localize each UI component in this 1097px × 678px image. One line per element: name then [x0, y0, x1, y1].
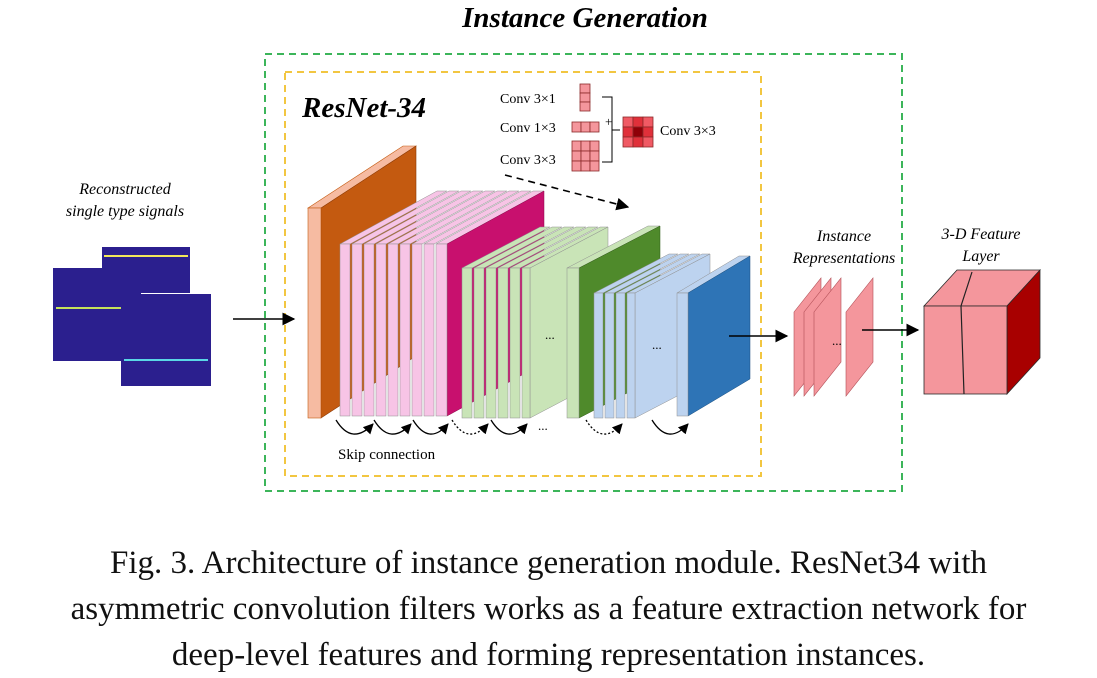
skip-connections	[335, 419, 689, 435]
resnet-label: ResNet-34	[301, 92, 426, 124]
skip-ellipsis: ...	[538, 418, 548, 433]
feature-cube-front	[923, 305, 1008, 395]
resnet-box	[284, 71, 762, 477]
caption-line-2: asymmetric convolution filters works as …	[70, 591, 1027, 627]
instance-label-line2: Representations	[792, 250, 896, 267]
signal-spectrograms	[53, 247, 211, 386]
skip-arrow-6	[585, 419, 623, 435]
architecture-diagram: Instance Generation ResNet-34 Reconstruc…	[53, 2, 1041, 492]
instance-representations	[793, 277, 874, 397]
skip-arrow-2	[373, 419, 412, 435]
conv-1x3-label: Conv 1×3	[500, 121, 556, 136]
figure-caption: Fig. 3. Architecture of instance generat…	[0, 540, 1097, 678]
skip-arrow-5	[490, 419, 528, 435]
asymmetric-conv-legend: Conv 3×1 Conv 1×3 Conv 3×3 + Conv 3×3	[500, 83, 716, 211]
kernel-1x3	[571, 121, 600, 133]
feature-cube-seam	[960, 271, 973, 395]
green-ellipsis: ...	[545, 327, 555, 342]
feature-label-line2: Layer	[961, 248, 1000, 265]
skip-arrow-4	[451, 419, 489, 435]
conv-3x3-result-label: Conv 3×3	[660, 124, 716, 139]
plus-sign: +	[605, 114, 612, 129]
module-title: Instance Generation	[461, 2, 708, 34]
skip-arrow-3	[412, 419, 449, 435]
kernel-3x3	[571, 140, 600, 172]
kernel-pointer-arrow	[504, 174, 630, 211]
skip-arrow-1	[335, 419, 374, 435]
sum-bracket	[602, 96, 620, 163]
instance-label-line1: Instance	[816, 228, 871, 245]
blue-ellipsis: ...	[652, 337, 662, 352]
conv-3x1-label: Conv 3×1	[500, 92, 556, 107]
resnet-layers: ... ...	[306, 145, 751, 419]
kernel-3x1	[579, 83, 591, 112]
spectrogram-bottom	[121, 294, 211, 386]
instance-ellipsis: ...	[832, 333, 842, 348]
kernel-3x3-result	[622, 116, 654, 148]
skip-connection-label: Skip connection	[338, 447, 436, 463]
input-label-line1: Reconstructed	[78, 181, 172, 198]
stage3-blue-block: ...	[593, 253, 751, 419]
caption-line-1: Fig. 3. Architecture of instance generat…	[109, 545, 988, 581]
skip-arrow-7	[651, 419, 689, 435]
conv-3x3-label: Conv 3×3	[500, 153, 556, 168]
feature-label-line1: 3-D Feature	[941, 226, 1021, 243]
feature-cube	[923, 268, 1041, 396]
caption-line-3: deep-level features and forming represen…	[171, 637, 926, 673]
input-label-line2: single type signals	[66, 203, 184, 220]
instance-generation-box	[264, 53, 903, 492]
